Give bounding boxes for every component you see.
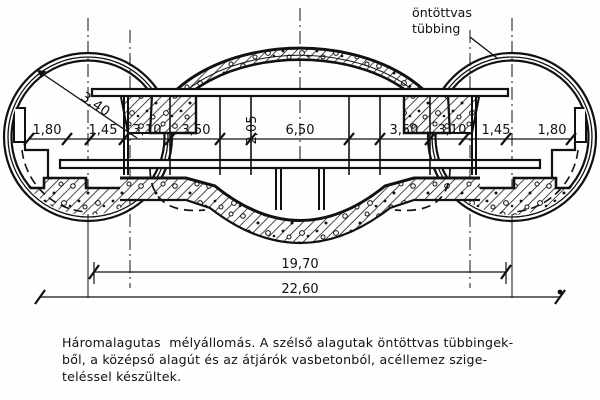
left-tunnel [2,51,174,223]
dimension-extension-lines [123,96,477,175]
dim-label-3: 3,10 [133,123,162,138]
dim-label-1: 1,80 [33,123,62,138]
dim-label-6: 6,50 [286,123,315,138]
tubbing-leader-line [469,36,498,59]
radius-arrowhead [37,70,46,78]
overall-dimension-outer: 22,60 [34,282,566,305]
center-invert-top-line [120,176,480,222]
dim-label-8: 3,10 [438,123,467,138]
right-tunnel-wall-stub [550,142,577,178]
dim-label-7: 3,50 [390,123,419,138]
left-tunnel-niche [13,107,26,143]
cross-section-svg: 3,40 öntöttvas tübbing [2,5,598,305]
tubbing-label-line1: öntöttvas [412,5,472,20]
caption-line-3: teléssel készültek. [62,369,182,384]
right-tunnel-niche [574,107,587,143]
dim-22-60-tick-left [34,289,46,305]
left-passage-opening-dashed [21,149,87,213]
radius-leader-line [36,69,138,139]
left-tunnel-invert-concrete [10,176,150,215]
left-tunnel-wall-stub [23,142,50,178]
dim-22-60-dot [557,289,563,295]
lower-extension-lines [87,214,513,300]
dimension-chain: 1,80 1,45 3,10 3,50 2,05 6,50 3,50 3,10 … [23,96,577,175]
dim-label-9: 1,45 [482,123,511,138]
figure-caption: Háromalagutas mélyállomás. A szélső alag… [0,325,600,400]
dim-label-4: 3,50 [182,123,211,138]
tubbing-label-line2: tübbing [412,21,460,36]
center-invert [120,176,480,244]
dim-label-22-60: 22,60 [281,282,318,297]
right-tunnel-invert-concrete [450,176,590,215]
concourse-floor-slab [58,158,542,170]
dim-label-10: 1,80 [538,123,567,138]
dim-label-5: 2,05 [245,116,260,145]
left-passage-arc [149,167,206,212]
concourse-ceiling-slab [90,87,510,98]
technical-drawing: 3,40 öntöttvas tübbing [2,5,598,305]
center-invert-bottom-line [120,198,480,244]
caption-line-1: Háromalagutas mélyállomás. A szélső alag… [62,335,514,350]
right-passage-arc [394,167,451,212]
tubbing-callout: öntöttvas tübbing [412,5,498,59]
dim-22-60-tick-right [554,289,566,305]
platform-slabs [58,87,542,170]
passage-openings [149,167,451,212]
right-passage-opening-dashed [513,149,579,213]
dim-label-19-70: 19,70 [281,257,318,272]
overall-dimension-inner: 19,70 [88,257,512,284]
dim-label-2: 1,45 [89,123,118,138]
caption-line-2: ből, a középső alagút és az átjárók vasb… [62,352,488,367]
